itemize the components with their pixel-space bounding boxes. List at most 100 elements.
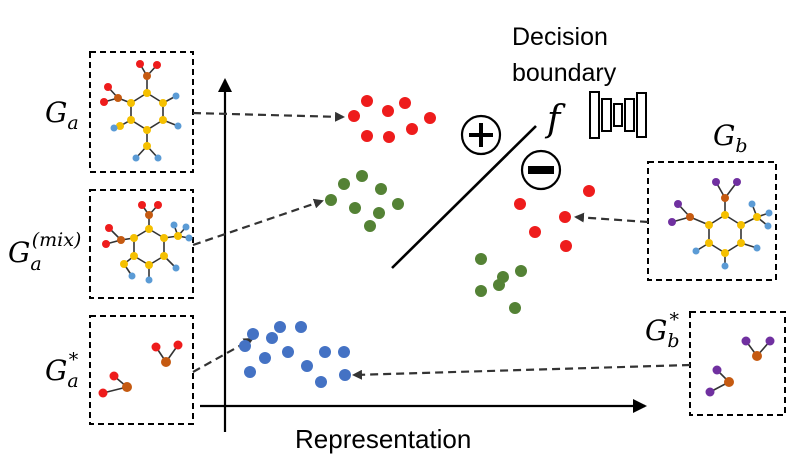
atom-node: [705, 387, 715, 397]
atom-node: [721, 211, 729, 219]
embedding-point-red: [382, 105, 394, 117]
atom-node: [116, 122, 124, 130]
atom-node: [705, 239, 713, 247]
atom-node: [98, 388, 108, 398]
atom-node: [753, 213, 761, 221]
atom-node: [138, 201, 146, 209]
embedding-point-red: [406, 123, 418, 135]
cluster-red-gb: [514, 185, 595, 252]
atom-node: [748, 200, 756, 208]
cluster-blue-gastar: [239, 321, 351, 388]
atom-node: [721, 194, 729, 202]
embedding-point-blue: [339, 369, 351, 381]
atom-node: [109, 371, 119, 381]
embedding-point-red: [348, 110, 360, 122]
embedding-point-green: [325, 194, 337, 206]
atom-node: [765, 209, 773, 217]
embedding-point-blue: [239, 340, 251, 352]
atom-node: [127, 99, 135, 107]
embedding-point-red: [424, 112, 436, 124]
embedding-point-green: [509, 302, 521, 314]
atom-node: [712, 365, 722, 375]
label-ga: Ga: [45, 96, 79, 134]
atom-node: [153, 61, 161, 69]
atom-node: [114, 94, 122, 102]
label-gbstar: Gb*: [645, 309, 680, 352]
graph-box-gb: [647, 161, 777, 281]
embedding-point-red: [361, 95, 373, 107]
atom-node: [733, 178, 741, 186]
atom-node: [752, 351, 762, 361]
arrow-ga-to-red: [192, 111, 345, 122]
atom-node: [143, 126, 151, 134]
atom-node: [705, 221, 713, 229]
cluster-red-ga: [348, 95, 436, 143]
axis-label: Representation: [295, 424, 471, 454]
atom-node: [145, 211, 153, 219]
atom-node: [143, 89, 151, 97]
label-gastar: Ga*: [45, 349, 79, 392]
atom-node: [724, 377, 734, 387]
atom-node: [130, 252, 138, 260]
embedding-point-blue: [282, 346, 294, 358]
embedding-point-blue: [295, 321, 307, 333]
embedding-point-green: [356, 170, 368, 182]
atom-node: [674, 200, 682, 208]
embedding-point-green: [493, 279, 505, 291]
atom-node: [110, 124, 118, 132]
embedding-point-blue: [338, 346, 350, 358]
arrow-gbstar-to-blue: [352, 363, 691, 380]
embedding-point-blue: [274, 321, 286, 333]
atom-node: [170, 221, 178, 229]
atom-node: [127, 116, 135, 124]
atom-node: [128, 272, 136, 280]
negative-region-icon: [520, 149, 562, 191]
embedding-point-red: [583, 185, 595, 197]
atom-node: [102, 240, 110, 248]
atom-node: [160, 234, 168, 242]
embedding-point-red: [559, 211, 571, 223]
decision-title-line2: boundary: [512, 59, 617, 87]
label-gamix: Ga(mix): [8, 229, 81, 275]
graph-box-gastar: [89, 315, 194, 425]
atom-node: [145, 261, 153, 269]
cluster-green-gamix: [325, 170, 404, 232]
atom-node: [161, 357, 171, 367]
cluster-green-negative: [475, 253, 527, 314]
atom-node: [686, 213, 694, 221]
embedding-point-red: [383, 131, 395, 143]
atom-node: [100, 98, 108, 106]
atom-node: [154, 201, 162, 209]
atom-node: [159, 99, 167, 107]
embedding-point-blue: [259, 352, 271, 364]
atom-node: [132, 154, 140, 162]
atom-node: [122, 382, 132, 392]
embedding-point-red: [560, 240, 572, 252]
embedding-point-green: [475, 253, 487, 265]
atom-node: [104, 83, 112, 91]
graph-box-gbstar: [689, 311, 786, 416]
atom-node: [105, 224, 113, 232]
atom-node: [159, 116, 167, 124]
atom-node: [145, 225, 153, 233]
atom-node: [737, 239, 745, 247]
embedding-point-green: [475, 285, 487, 297]
embedding-point-blue: [319, 346, 331, 358]
atom-node: [753, 244, 761, 252]
graph-box-ga: [89, 51, 194, 173]
atom-node: [145, 276, 153, 284]
embedding-point-green: [373, 207, 385, 219]
atom-node: [117, 236, 125, 244]
atom-node: [172, 92, 180, 100]
neural-network-icon: [589, 91, 647, 139]
atom-node: [154, 154, 162, 162]
embedding-point-red: [514, 198, 526, 210]
atom-node: [185, 234, 193, 242]
atom-node: [668, 218, 676, 226]
atom-node: [143, 142, 151, 150]
atom-node: [173, 340, 183, 350]
embedding-point-red: [529, 226, 541, 238]
embedding-point-blue: [301, 360, 313, 372]
atom-node: [692, 247, 700, 255]
